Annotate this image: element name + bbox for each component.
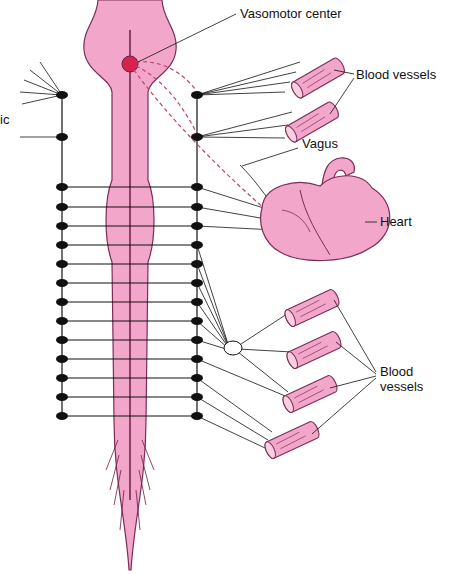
- collateral-ganglion: [224, 341, 242, 355]
- cauda-equina: [106, 440, 154, 530]
- callout-label: Blood vessels: [380, 364, 432, 394]
- blood-vessel: [283, 288, 341, 328]
- leader-lines: [138, 14, 377, 434]
- vessel-fibers-lower: [197, 245, 292, 448]
- blood-vessel: [285, 330, 343, 370]
- spinal-cord: [84, 0, 176, 570]
- blood-vessel: [263, 420, 321, 460]
- blood-vessel: [289, 56, 346, 100]
- sympathetic-chain: [62, 95, 197, 416]
- callout-label: Blood vessels: [356, 67, 436, 82]
- callout-label: Heart: [380, 214, 412, 229]
- blood-vessel: [281, 374, 339, 414]
- vasomotor-center: [122, 56, 138, 72]
- callout-label: Vasomotor center: [240, 6, 342, 21]
- callout-label: ic: [0, 112, 9, 127]
- ganglion-dots: [56, 91, 203, 420]
- heart-illustration: [261, 158, 390, 261]
- vasomotor-pathways: [134, 62, 280, 222]
- central-canal: [129, 30, 131, 500]
- vessel-fibers-top: [197, 62, 300, 138]
- callout-label: Vagus: [302, 136, 338, 151]
- left-fibers: [20, 62, 62, 137]
